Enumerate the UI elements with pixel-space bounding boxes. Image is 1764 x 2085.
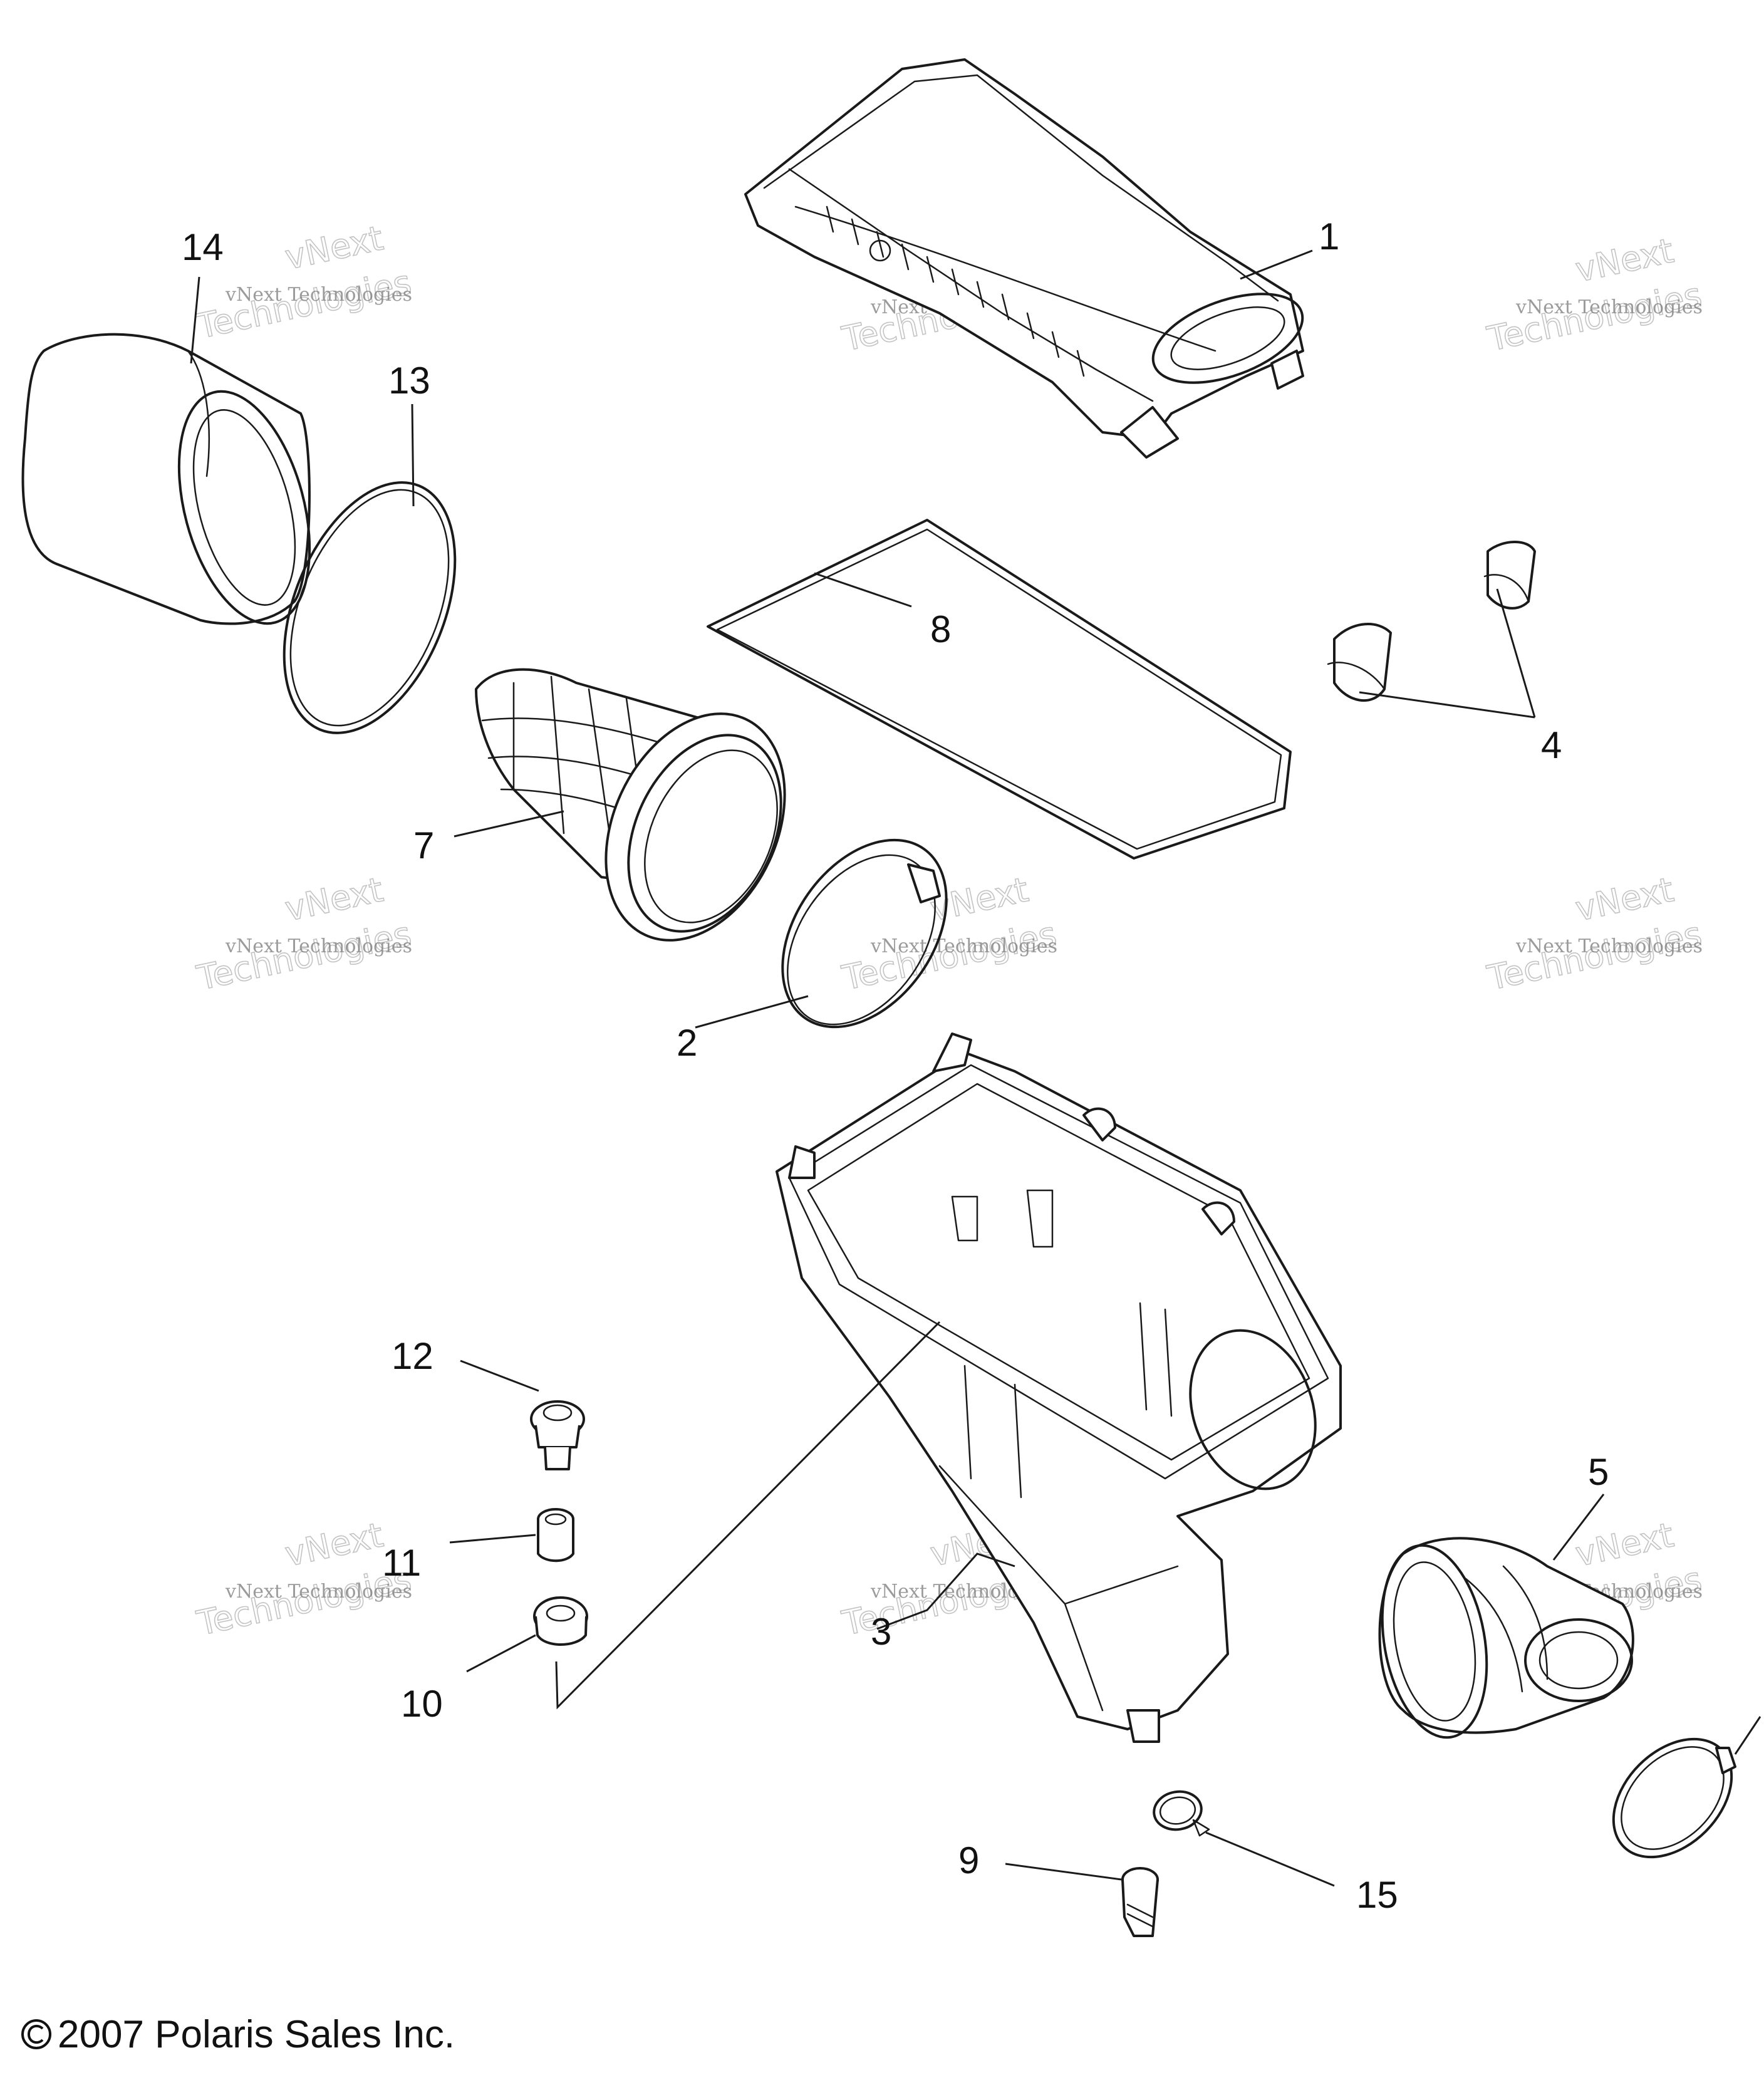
- part-15-clamp-ring: [1153, 1790, 1210, 1837]
- svg-text:vNext: vNext: [282, 218, 387, 277]
- part-8-gasket: [707, 519, 1292, 860]
- part-11-bushing: [537, 1508, 574, 1562]
- part-2-clamp: [781, 838, 948, 1029]
- part-12-screw: [530, 1400, 585, 1470]
- svg-text:vNext Technologies: vNext Technologies: [1515, 935, 1703, 957]
- svg-text:vNext: vNext: [1572, 870, 1677, 928]
- callout-9: 9: [958, 1839, 979, 1881]
- callout-5: 5: [1588, 1451, 1609, 1493]
- watermark: vNext Technologies vNext Technologies: [1483, 869, 1706, 998]
- callout-11: 11: [382, 1542, 421, 1584]
- callout-1: 1: [1319, 216, 1339, 257]
- svg-text:vNext Technologies: vNext Technologies: [225, 935, 412, 957]
- part-10-grommet: [533, 1596, 588, 1646]
- watermark: vNext Technologies vNext Technologies: [1483, 230, 1706, 359]
- svg-text:vNext: vNext: [1572, 231, 1677, 289]
- leader-lines: [190, 249, 1761, 1887]
- clamp-partial: [1612, 1737, 1736, 1859]
- part-1-airbox-cover: [744, 58, 1304, 459]
- watermark: vNext Technologies vNext Technologies: [193, 217, 415, 346]
- watermark: vNext Technologies vNext Technologies: [193, 869, 415, 998]
- part-13-o-ring: [283, 481, 457, 734]
- part-5-outlet-boot: [1378, 1537, 1634, 1739]
- callout-14: 14: [182, 226, 224, 268]
- copyright-icon: [21, 2019, 51, 2049]
- svg-text:vNext Technologies: vNext Technologies: [225, 1581, 412, 1603]
- callout-4: 4: [1541, 724, 1562, 766]
- callout-10: 10: [401, 1683, 443, 1725]
- watermark: vNext Technologies vNext Technologies: [838, 869, 1061, 998]
- callout-3: 3: [871, 1611, 891, 1653]
- part-3-airbox-base: [776, 1032, 1342, 1743]
- callout-8: 8: [930, 608, 951, 650]
- svg-text:vNext Technologies: vNext Technologies: [870, 935, 1057, 957]
- callout-12: 12: [392, 1335, 433, 1377]
- callout-15: 15: [1356, 1874, 1398, 1916]
- part-7-filter-cage: [475, 668, 786, 942]
- svg-text:vNext: vNext: [282, 870, 387, 928]
- copyright-text: 2007 Polaris Sales Inc.: [58, 2013, 455, 2056]
- svg-text:vNext: vNext: [282, 1515, 387, 1574]
- svg-text:vNext Technologies: vNext Technologies: [1515, 296, 1703, 318]
- part-4-clips: [1327, 541, 1536, 702]
- watermark: vNext Technologies vNext Technologies: [193, 1514, 415, 1643]
- callout-labels: 1 14 13 8 4 7 2 12 11 10 3 5 9 15: [182, 216, 1609, 1916]
- callout-2: 2: [677, 1022, 697, 1064]
- part-9-drain-plug: [1121, 1867, 1159, 1937]
- callout-7: 7: [413, 824, 434, 866]
- svg-text:vNext Technologies: vNext Technologies: [225, 284, 412, 306]
- callout-13: 13: [388, 360, 430, 402]
- svg-text:vNext: vNext: [1572, 1515, 1677, 1574]
- part-14-prefilter: [21, 333, 311, 625]
- copyright-icon-c: [27, 2024, 44, 2044]
- copyright-notice: 2007 Polaris Sales Inc.: [21, 2013, 455, 2056]
